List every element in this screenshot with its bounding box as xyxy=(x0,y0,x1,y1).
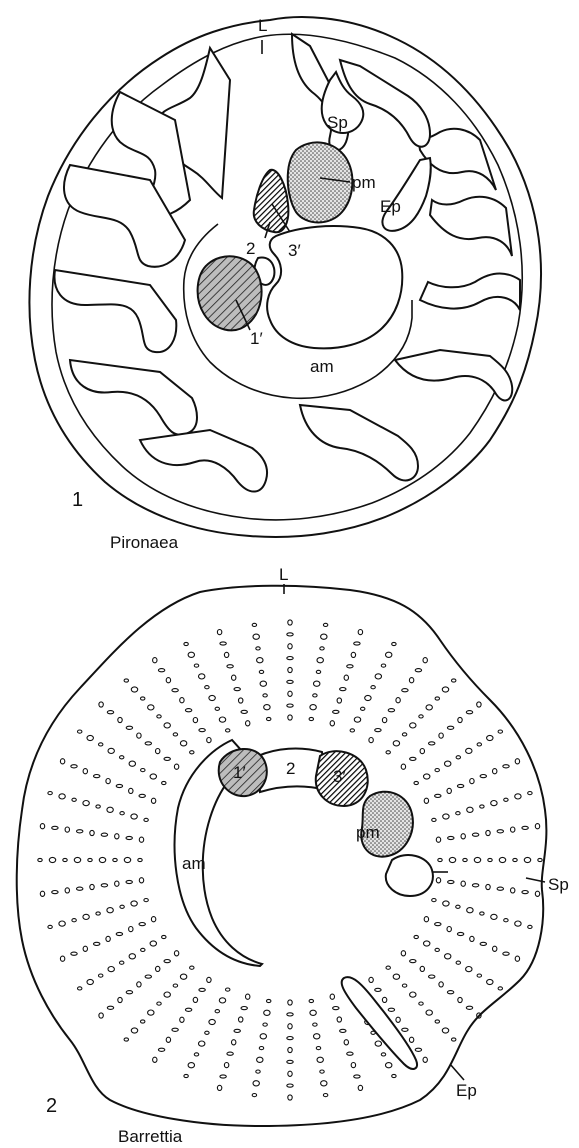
label-Ep: Ep xyxy=(456,1081,477,1100)
label-1-prime: 1′ xyxy=(250,329,263,348)
label-2: 2 xyxy=(246,239,255,258)
label-am: am xyxy=(310,357,334,376)
label-1-prime: 1′ xyxy=(233,763,246,782)
figure-2-barrettia: L 1′ 2 3′ pm am Sp Ep 2 Barrettia xyxy=(0,560,579,1148)
posterior-myophore-pm xyxy=(288,142,353,222)
label-Sp: Sp xyxy=(327,113,348,132)
figure-number-2: 2 xyxy=(46,1095,57,1117)
tooth-1-prime xyxy=(198,256,262,330)
figure-caption-pironaea: Pironaea xyxy=(110,533,179,552)
label-2: 2 xyxy=(286,759,295,778)
label-3-prime: 3′ xyxy=(333,767,346,786)
label-Ep: Ep xyxy=(380,197,401,216)
label-L: L xyxy=(279,565,288,584)
figure-1-pironaea: L Sp pm Ep 3′ 2 1′ am 1 Pironaea xyxy=(0,0,579,560)
label-pm: pm xyxy=(356,823,380,842)
figure-caption-barrettia: Barrettia xyxy=(118,1127,183,1146)
label-pm: pm xyxy=(352,173,376,192)
figure-number-1: 1 xyxy=(72,489,83,511)
siphonal-pocket-sp xyxy=(386,855,433,896)
label-Sp: Sp xyxy=(548,875,569,894)
label-3-prime: 3′ xyxy=(288,241,301,260)
label-am: am xyxy=(182,854,206,873)
label-L: L xyxy=(258,16,267,35)
outer-shell-outline xyxy=(17,586,547,1126)
